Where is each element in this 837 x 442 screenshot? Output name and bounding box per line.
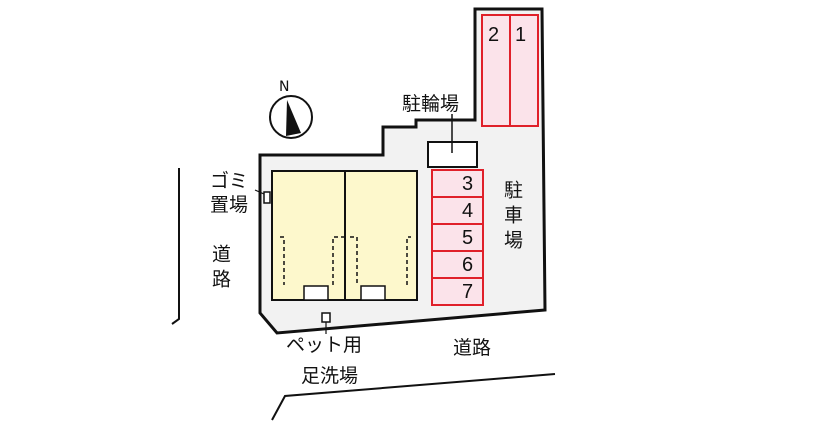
north-label: N bbox=[279, 79, 290, 95]
building-unit-1 bbox=[271, 170, 346, 301]
garbage-box bbox=[263, 191, 271, 204]
parking-number-3: 3 bbox=[462, 173, 474, 195]
building-unit-2 bbox=[344, 170, 418, 301]
road-left-label: 道路 bbox=[209, 244, 231, 294]
pet-wash-label-2: 足洗場 bbox=[301, 365, 359, 387]
garbage-label-1: ゴミ bbox=[210, 170, 249, 192]
parking-number-4: 4 bbox=[462, 200, 474, 222]
balcony-outline bbox=[280, 236, 411, 285]
parking-space-5 bbox=[431, 223, 484, 252]
north-arrow-icon bbox=[286, 100, 301, 136]
parking-space-3 bbox=[431, 169, 484, 198]
pet-wash-label-1: ペット用 bbox=[286, 334, 363, 356]
road-bottom-edge bbox=[271, 373, 556, 421]
entrance-2 bbox=[360, 285, 386, 301]
parking-number-6: 6 bbox=[462, 254, 474, 276]
parking-space-7 bbox=[431, 277, 484, 306]
parking-space-6 bbox=[431, 250, 484, 279]
parking-number-1: 1 bbox=[515, 24, 527, 46]
parking-spaces bbox=[431, 14, 539, 306]
parking-number-5: 5 bbox=[462, 227, 474, 249]
parking-number-2: 2 bbox=[488, 24, 500, 46]
road-bottom-label: 道路 bbox=[453, 337, 492, 359]
parking-space-2 bbox=[481, 14, 511, 127]
parking-space-4 bbox=[431, 196, 484, 225]
road-left-edge bbox=[171, 168, 180, 325]
garbage-label-2: 置場 bbox=[210, 194, 249, 216]
pet-wash-box bbox=[321, 312, 331, 323]
parking-label: 駐車場 bbox=[501, 180, 523, 255]
compass bbox=[269, 95, 313, 139]
parking-space-1 bbox=[509, 14, 539, 127]
parking-number-7: 7 bbox=[462, 281, 474, 303]
bicycle-parking-label: 駐輪場 bbox=[402, 93, 460, 115]
garbage-leader bbox=[254, 189, 265, 195]
entrance-1 bbox=[303, 285, 329, 301]
